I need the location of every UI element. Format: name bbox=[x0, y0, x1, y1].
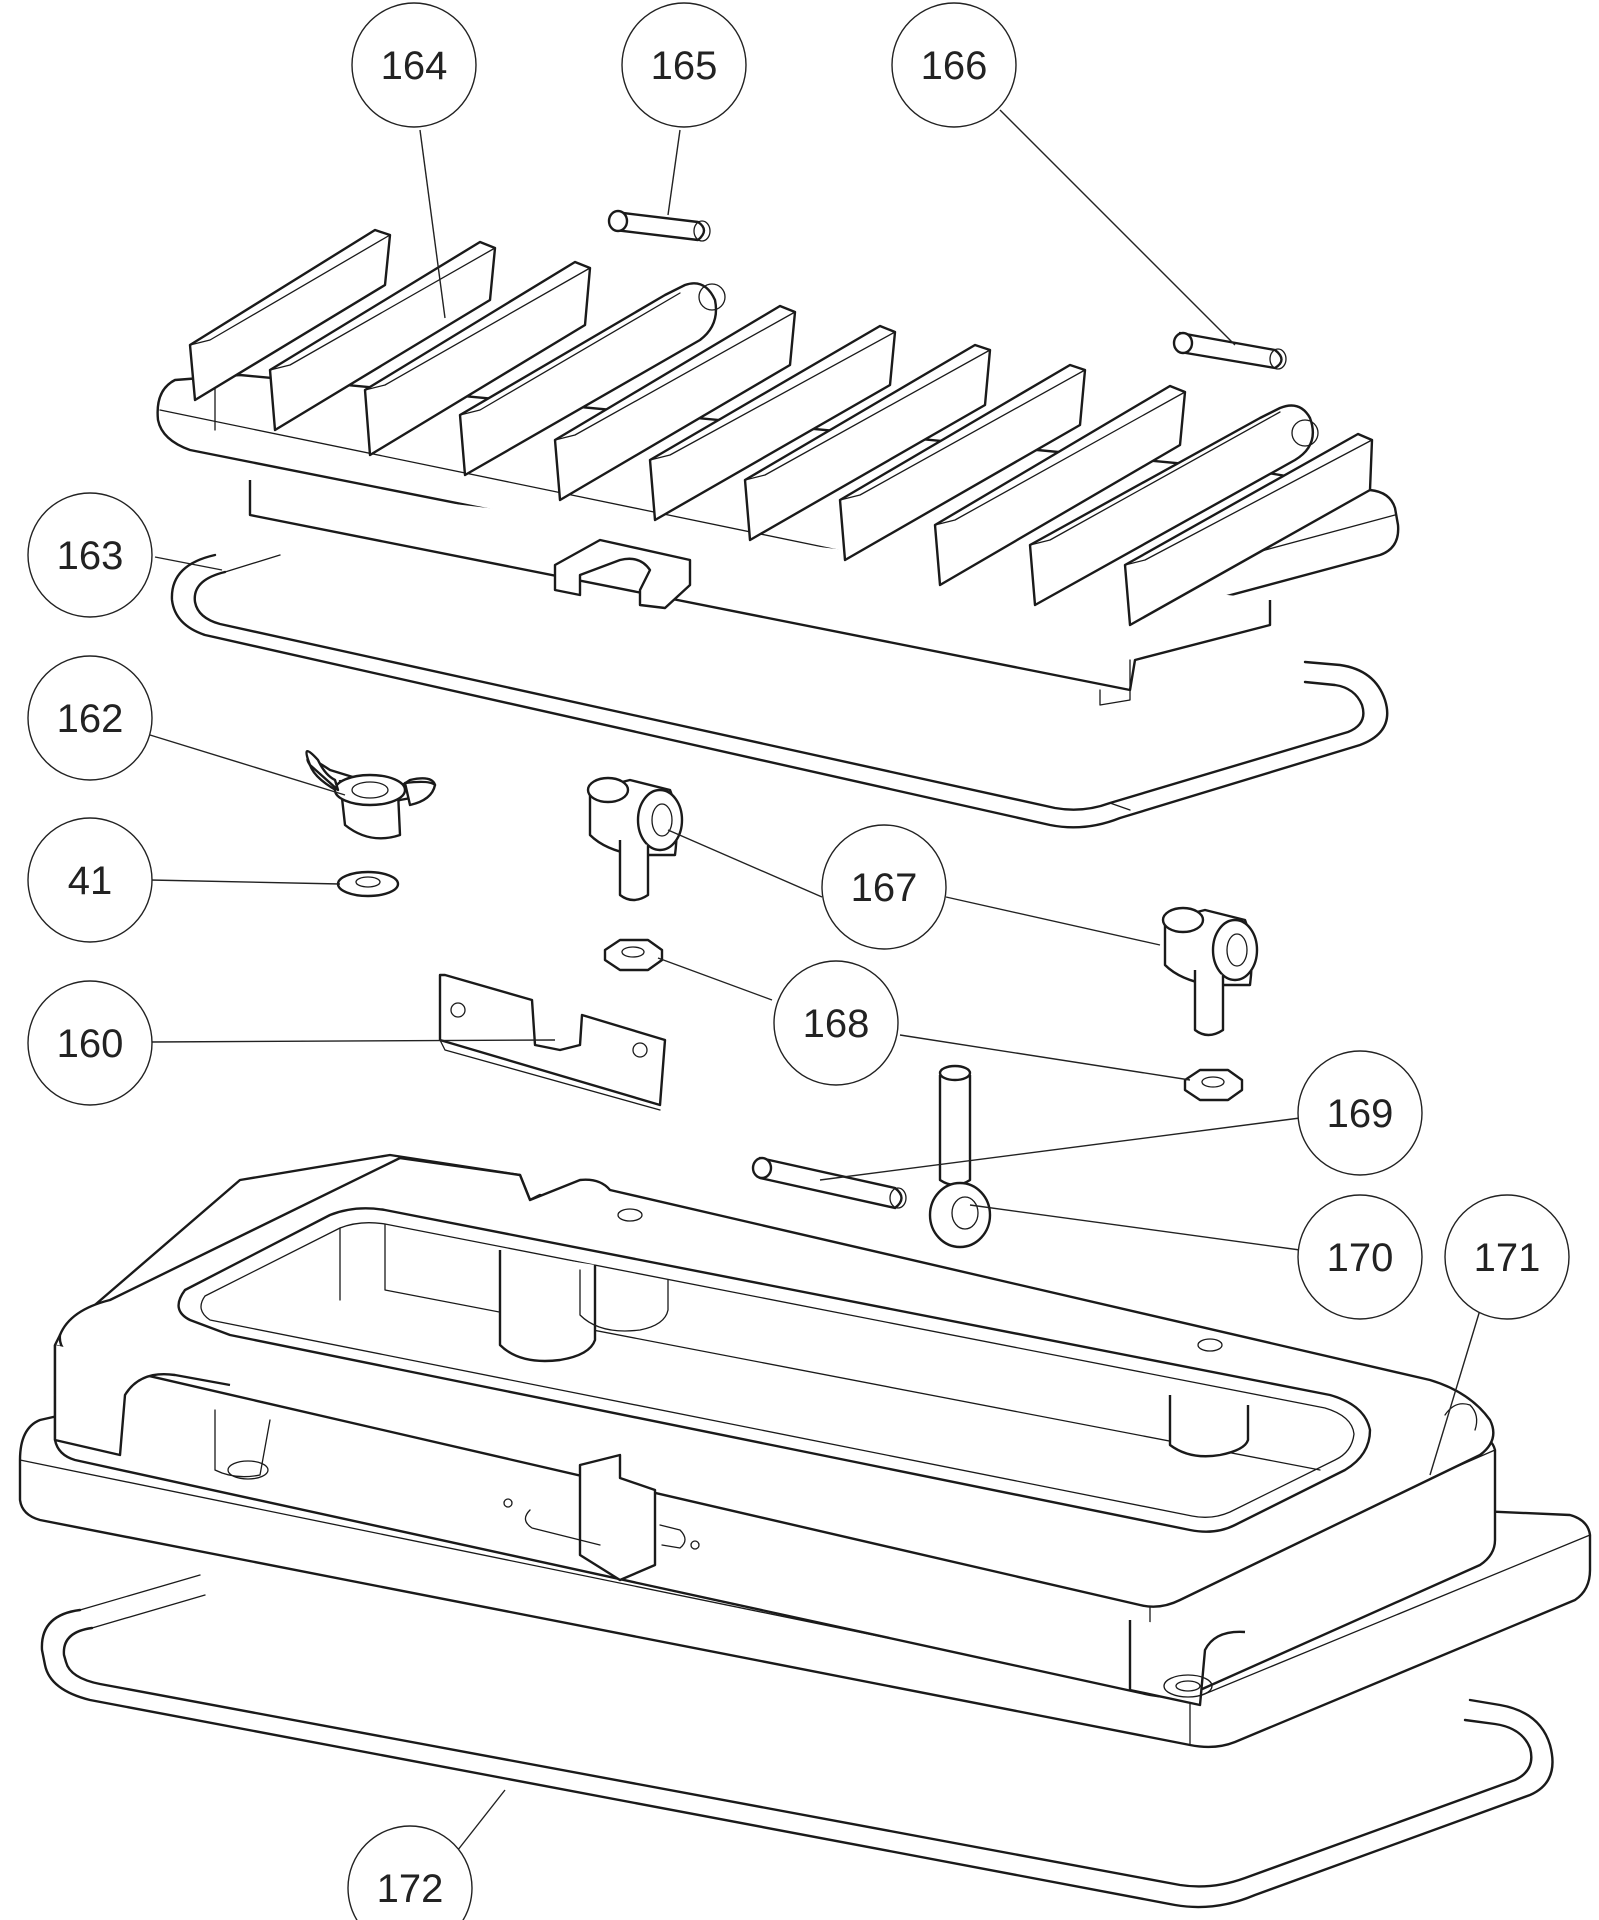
callout-163: 163 bbox=[27, 492, 153, 618]
part-168-hex-nut-right bbox=[1183, 1068, 1244, 1102]
callout-label: 166 bbox=[921, 44, 988, 88]
callout-label: 160 bbox=[57, 1022, 124, 1066]
part-167-hinge-post-right bbox=[1161, 906, 1259, 1037]
callout-label: 169 bbox=[1327, 1092, 1394, 1136]
leader-164 bbox=[419, 129, 446, 319]
part-167-hinge-post-left bbox=[586, 776, 684, 902]
leader-163 bbox=[154, 556, 223, 571]
callout-170: 170 bbox=[1297, 1194, 1423, 1320]
leader-160 bbox=[149, 1039, 556, 1043]
leader-168b bbox=[899, 1034, 1191, 1081]
callout-168: 168 bbox=[773, 960, 899, 1086]
leader-lines bbox=[149, 109, 1481, 1861]
leader-170 bbox=[969, 1204, 1301, 1251]
callout-41: 41 bbox=[27, 817, 153, 943]
part-41-washer bbox=[336, 870, 400, 898]
callout-label: 172 bbox=[377, 1867, 444, 1911]
callout-label: 164 bbox=[381, 44, 448, 88]
part-168-hex-nut-left bbox=[603, 938, 664, 972]
callout-160: 160 bbox=[27, 980, 153, 1106]
callout-171: 171 bbox=[1444, 1194, 1570, 1320]
grille-louvres bbox=[188, 228, 1374, 627]
part-169-pin bbox=[751, 1156, 907, 1210]
callout-166: 166 bbox=[891, 2, 1017, 128]
callout-label: 163 bbox=[57, 534, 124, 578]
leader-171 bbox=[1429, 1309, 1481, 1476]
callout-label: 168 bbox=[803, 1002, 870, 1046]
part-162-wing-nut bbox=[305, 750, 437, 840]
leader-168a bbox=[657, 957, 773, 1001]
callout-label: 170 bbox=[1327, 1236, 1394, 1280]
leader-41 bbox=[149, 879, 341, 885]
callout-165: 165 bbox=[621, 2, 747, 128]
leader-172 bbox=[449, 1789, 506, 1861]
part-172-bottom-gasket bbox=[40, 1574, 1554, 1909]
callout-172: 172 bbox=[347, 1825, 473, 1920]
callout-label: 165 bbox=[651, 44, 718, 88]
part-170-eye-bolt bbox=[928, 1064, 992, 1249]
callout-label: 41 bbox=[68, 859, 113, 903]
leader-166 bbox=[999, 109, 1236, 346]
part-160-latch-plate bbox=[438, 973, 667, 1111]
callout-164: 164 bbox=[351, 2, 477, 128]
part-165-pin bbox=[607, 209, 711, 242]
part-164-grille bbox=[156, 228, 1400, 706]
part-163-top-gasket bbox=[170, 553, 1389, 829]
leader-165 bbox=[667, 129, 681, 216]
callout-162: 162 bbox=[27, 655, 153, 781]
leader-162 bbox=[149, 734, 346, 796]
part-171-housing bbox=[18, 1153, 1592, 1749]
callout-label: 162 bbox=[57, 697, 124, 741]
callout-169: 169 bbox=[1297, 1050, 1423, 1176]
leader-167a bbox=[667, 829, 823, 898]
callout-167: 167 bbox=[821, 824, 947, 950]
leader-167b bbox=[945, 896, 1161, 946]
part-166-pin bbox=[1172, 331, 1287, 370]
leader-169 bbox=[819, 1117, 1301, 1181]
callout-label: 167 bbox=[851, 866, 918, 910]
callout-label: 171 bbox=[1474, 1236, 1541, 1280]
